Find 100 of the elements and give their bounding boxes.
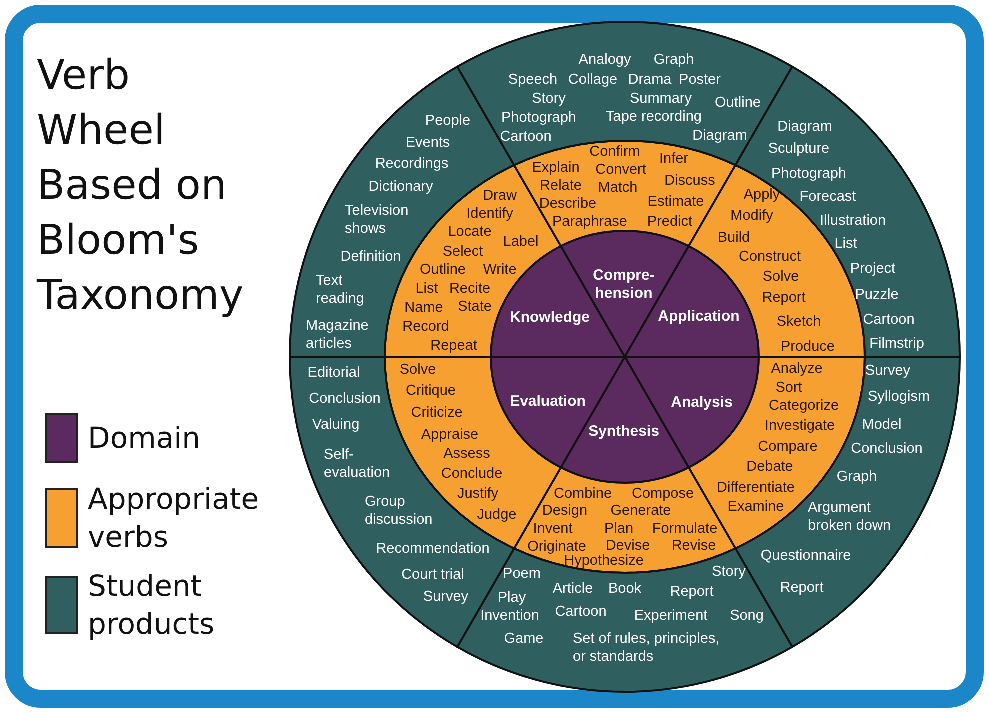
product-label: Photograph: [772, 165, 846, 183]
product-label: Recordings: [375, 155, 449, 173]
verb-label: Examine: [728, 498, 784, 516]
product-label: Valuing: [312, 416, 360, 434]
title: Verb Wheel Based on Bloom's Taxonomy: [37, 50, 245, 321]
product-label: Cartoon: [555, 603, 607, 621]
verb-label: Justify: [457, 485, 499, 503]
product-label: Outline: [715, 94, 761, 112]
product-label: Survey: [865, 362, 911, 380]
verb-label: Produce: [781, 338, 835, 356]
product-label: Play: [498, 589, 526, 607]
product-label: Game: [504, 630, 544, 648]
verb-label: Discuss: [664, 172, 716, 190]
domain-label: Application: [658, 308, 740, 326]
verb-label: Name: [404, 299, 444, 317]
product-label: Sculpture: [768, 140, 830, 158]
verb-label: Apply: [744, 186, 780, 204]
verb-label: Paraphrase: [552, 213, 628, 231]
verb-label: Appraise: [421, 426, 479, 444]
product-label: Cartoon: [863, 311, 915, 329]
verb-label: Select: [442, 243, 484, 261]
verb-label: Combine: [554, 485, 612, 503]
legend-label: Appropriate verbs: [88, 481, 260, 556]
legend-label: Student products: [88, 568, 216, 643]
product-label: Puzzle: [855, 286, 899, 304]
verb-label: Draw: [483, 187, 517, 205]
product-label: Cartoon: [500, 128, 552, 146]
verb-label: Write: [483, 261, 517, 279]
verb-label: Sketch: [776, 313, 822, 331]
product-label: Forecast: [800, 188, 856, 206]
verb-label: Infer: [660, 150, 688, 168]
product-label: Book: [608, 580, 642, 598]
product-label: Text reading: [316, 272, 366, 308]
product-label: Drama: [628, 71, 672, 89]
verb-label: Debate: [746, 458, 794, 476]
verb-label: List: [416, 280, 438, 298]
product-label: Summary: [630, 90, 692, 108]
verb-label: Originate: [528, 538, 586, 555]
verb-label: Investigate: [764, 417, 836, 435]
verb-label: Judge: [477, 506, 517, 524]
product-label: Illustration: [820, 212, 886, 230]
product-label: Definition: [340, 248, 402, 266]
product-label: Group discussion: [365, 493, 434, 529]
domain-label: Synthesis: [588, 423, 660, 441]
product-label: Argument broken down: [808, 499, 892, 535]
verb-label: Compare: [758, 438, 818, 456]
verb-label: Formulate: [652, 520, 718, 538]
verb-label: Solve: [762, 268, 800, 286]
verb-label: Analyze: [771, 360, 823, 378]
product-label: Speech: [508, 71, 558, 89]
verb-label: Revise: [672, 537, 716, 555]
product-label: Questionnaire: [760, 547, 852, 565]
verb-label: Devise: [606, 537, 650, 554]
product-label: Graph: [836, 468, 878, 486]
product-label: Experiment: [634, 607, 708, 625]
verb-label: Conclude: [441, 465, 503, 483]
product-label: Dictionary: [368, 178, 434, 196]
verb-label: Match: [598, 179, 638, 197]
product-label: Magazine articles: [306, 317, 370, 353]
product-label: Photograph: [502, 109, 576, 127]
product-label: Invention: [480, 607, 540, 625]
verb-label: Confirm: [590, 143, 640, 161]
product-label: Conclusion: [851, 440, 923, 458]
product-label: List: [834, 235, 858, 253]
verb-label: Explain: [532, 159, 580, 177]
product-label: People: [425, 112, 471, 130]
verb-label: Modify: [730, 207, 774, 225]
verb-label: Report: [762, 289, 806, 307]
product-label: Set of rules, principles, or standards: [573, 630, 721, 666]
product-label: Report: [670, 583, 714, 601]
verb-label: Compose: [632, 485, 694, 503]
verb-label: Relate: [540, 177, 582, 195]
verb-label: State: [458, 298, 492, 316]
product-label: Syllogism: [868, 388, 930, 406]
verb-label: Categorize: [768, 397, 840, 415]
product-label: Filmstrip: [870, 335, 924, 353]
product-label: Television shows: [345, 202, 410, 238]
product-label: Analogy: [578, 51, 632, 69]
product-label: Story: [712, 563, 746, 581]
product-label: Self-evaluation: [324, 446, 392, 482]
verb-label: Invent: [533, 520, 573, 538]
product-label: Recommendation: [376, 540, 490, 558]
domain-label: Knowledge: [510, 309, 590, 327]
product-label: Survey: [423, 588, 469, 606]
product-label: Court trial: [402, 566, 464, 584]
verb-label: Assess: [444, 445, 490, 463]
verb-label: Criticize: [411, 404, 463, 422]
product-label: Diagram: [778, 118, 832, 136]
product-label: Collage: [568, 71, 618, 89]
verb-label: Critique: [406, 382, 456, 400]
product-label: Conclusion: [309, 390, 381, 408]
verb-label: Sort: [776, 379, 802, 397]
product-label: Project: [850, 260, 896, 278]
domain-label: Compre-hension: [592, 267, 656, 303]
domain-label: Evaluation: [510, 393, 586, 411]
product-label: Graph: [654, 51, 694, 69]
product-label: Poem: [503, 565, 541, 583]
verb-label: Recite: [449, 280, 491, 298]
domain-label: Analysis: [671, 394, 733, 412]
product-label: Report: [780, 579, 824, 597]
